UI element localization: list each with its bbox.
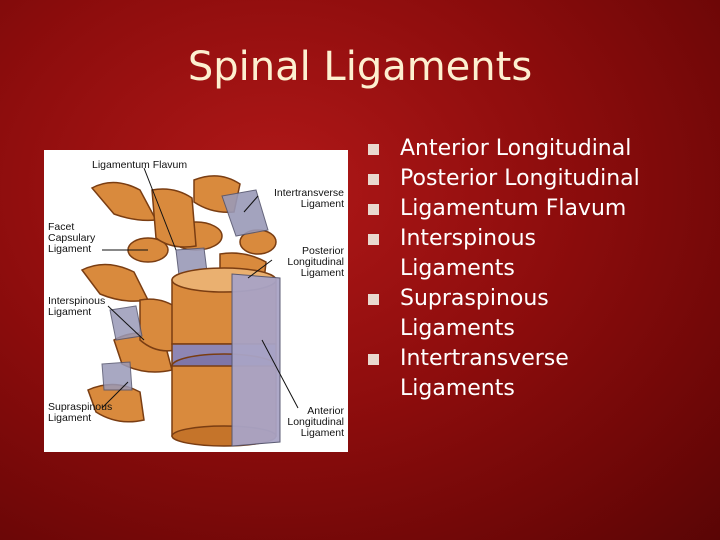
square-bullet-icon	[368, 234, 379, 245]
vertebrae-drawing	[80, 167, 299, 447]
ligament-bullet-list: Anterior Longitudinal Posterior Longitud…	[368, 134, 708, 404]
label-anterior-longitudinal-ligament: Anterior Longitudinal Ligament	[287, 405, 344, 439]
bullet-item: Ligamentum Flavum	[368, 194, 708, 224]
square-bullet-icon	[368, 294, 379, 305]
label-ligamentum-flavum: Ligamentum Flavum	[92, 159, 188, 171]
square-bullet-icon	[368, 354, 379, 365]
label-supraspinous-ligament: Supraspinous Ligament	[48, 401, 113, 424]
square-bullet-icon	[368, 204, 379, 215]
bullet-item: Anterior Longitudinal	[368, 134, 708, 164]
slide-title: Spinal Ligaments	[187, 44, 533, 90]
bullet-item: Posterior Longitudinal	[368, 164, 708, 194]
label-intertransverse-ligament: Intertransverse Ligament	[273, 187, 344, 210]
pointer-lines	[101, 167, 299, 409]
square-bullet-icon	[368, 144, 379, 155]
spine-ligament-illustration: Ligamentum Flavum Intertransverse Ligame…	[44, 150, 348, 452]
ligament-bands	[101, 189, 269, 391]
anterior-ligament-sheet	[231, 273, 281, 447]
label-facet-capsulary-ligament: Facet Capsulary Ligament	[48, 221, 96, 255]
label-interspinous-ligament: Interspinous Ligament	[48, 295, 106, 318]
square-bullet-icon	[368, 174, 379, 185]
label-posterior-longitudinal-ligament: Posterior Longitudinal Ligament	[287, 245, 344, 279]
